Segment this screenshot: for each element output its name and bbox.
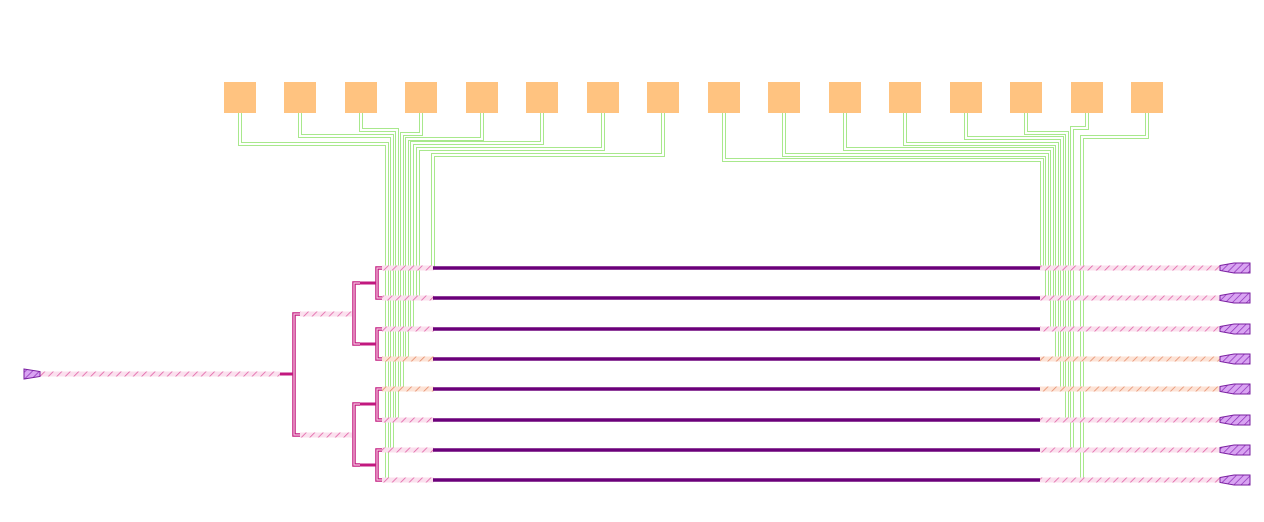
trace-right-6-inner <box>1025 113 1068 420</box>
bond-pad-icon <box>647 82 679 113</box>
trace-left-1 <box>238 113 389 480</box>
splitter-stage2-top <box>352 281 360 346</box>
splitter-stage1-core <box>293 313 300 436</box>
trace-left-6-inner <box>411 113 543 329</box>
trace-right-2-inner <box>783 113 1048 298</box>
trace-left-8 <box>431 113 665 268</box>
splitter-stage3-4 <box>375 448 382 482</box>
waveguide-output-segment <box>1040 417 1220 423</box>
bond-pad-icon <box>829 82 861 113</box>
bond-pads <box>224 82 1163 113</box>
output-edge-coupler-icon <box>1219 323 1251 335</box>
bond-pad-icon <box>768 82 800 113</box>
splitter-stage3-1 <box>375 266 382 300</box>
trace-left-3-inner <box>360 113 398 420</box>
bond-pad-icon <box>526 82 558 113</box>
stage1-arm-bottom <box>300 432 352 438</box>
output-edge-coupler-icon <box>1219 474 1251 486</box>
splitter-stage3-2 <box>375 327 382 361</box>
splitter-stage3-4-core <box>376 449 382 481</box>
waveguide-output-segment <box>1040 356 1220 362</box>
trace-right-4-inner <box>904 113 1058 359</box>
input-taper <box>40 371 280 377</box>
bond-pad-icon <box>345 82 377 113</box>
trace-right-7 <box>1070 113 1089 450</box>
optical-ports <box>23 262 1251 486</box>
splitter-stage3-2-core <box>376 328 382 360</box>
bond-pad-icon <box>1010 82 1042 113</box>
waveguide-output-segment <box>1040 447 1220 453</box>
bond-pad-icon <box>405 82 437 113</box>
trace-left-8-inner <box>432 113 664 268</box>
splitter-stage2-bottom <box>352 402 360 467</box>
bond-pad-icon <box>587 82 619 113</box>
output-edge-coupler-icon <box>1219 292 1251 304</box>
bond-pad-icon <box>889 82 921 113</box>
splitter-stage2-bottom-core <box>353 403 360 466</box>
waveguide-array <box>382 265 1220 483</box>
bond-pad-icon <box>950 82 982 113</box>
bond-pad-icon <box>224 82 256 113</box>
trace-right-7-inner <box>1071 113 1088 450</box>
splitter-stage3-3 <box>375 387 382 422</box>
trace-right-2 <box>782 113 1049 298</box>
trace-left-4-inner <box>401 113 422 389</box>
waveguide-output-segment <box>1040 386 1220 392</box>
splitter-stage3-3-core <box>376 388 382 421</box>
trace-left-7-inner <box>417 113 604 298</box>
waveguide-input-segment <box>382 417 434 423</box>
stage1-arm-top <box>300 311 352 317</box>
bond-pad-icon <box>1071 82 1103 113</box>
splitter-stage2-top-core <box>353 282 360 345</box>
trace-left-5-inner <box>406 113 483 359</box>
bond-pad-icon <box>284 82 316 113</box>
waveguide-input-segment <box>382 326 434 332</box>
trace-right-1-inner <box>723 113 1043 268</box>
output-edge-coupler-icon <box>1219 353 1251 365</box>
bond-pad-icon <box>708 82 740 113</box>
electrical-traces <box>238 113 1149 480</box>
waveguide-input-segment <box>382 265 434 271</box>
trace-left-1-inner <box>239 113 388 480</box>
waveguide-output-segment <box>1040 265 1220 271</box>
output-edge-coupler-icon <box>1219 414 1251 426</box>
waveguide-input-segment <box>382 447 434 453</box>
trace-right-3-inner <box>844 113 1053 329</box>
waveguide-output-segment <box>1040 326 1220 332</box>
waveguide-output-segment <box>1040 295 1220 301</box>
trace-left-2-inner <box>299 113 393 450</box>
bond-pad-icon <box>1131 82 1163 113</box>
bond-pad-icon <box>466 82 498 113</box>
waveguide-input-segment <box>382 295 434 301</box>
output-edge-coupler-icon <box>1219 383 1251 395</box>
trace-right-5-inner <box>965 113 1063 389</box>
trace-right-8-inner <box>1081 113 1148 480</box>
input-edge-coupler-icon <box>23 368 41 380</box>
waveguide-input-segment <box>382 477 434 483</box>
splitter-stage1 <box>292 312 300 437</box>
output-edge-coupler-icon <box>1219 444 1251 456</box>
splitter-stage3-1-core <box>376 267 382 299</box>
output-edge-coupler-icon <box>1219 262 1251 274</box>
waveguide-output-segment <box>1040 477 1220 483</box>
waveguide-input-segment <box>382 386 434 392</box>
splitter-tree <box>40 266 382 482</box>
waveguide-input-segment <box>382 356 434 362</box>
